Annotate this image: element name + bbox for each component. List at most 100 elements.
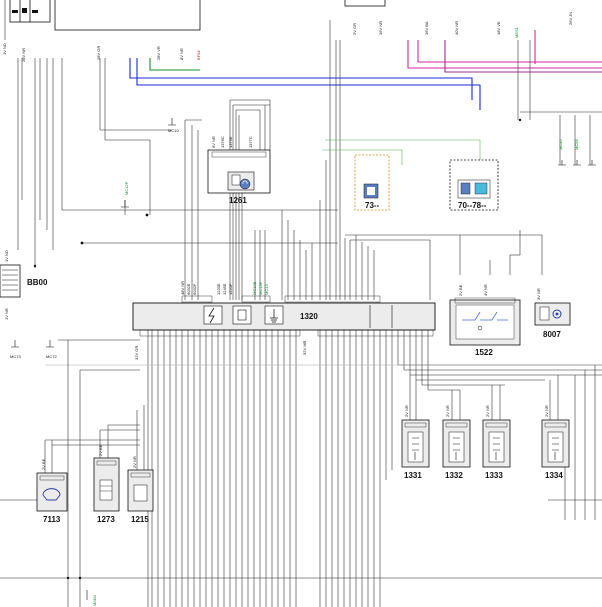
wire-label: 1220F (228, 283, 233, 295)
wire-label: 1376C (220, 136, 225, 148)
wire-label: MC10 (168, 128, 179, 133)
wire-label: MC56 (574, 139, 579, 150)
component-1334: 1334 2V NR (541, 405, 570, 480)
wire-label: 1377C (248, 136, 253, 148)
component-1522: 1522 2V BE 4V NR (449, 284, 521, 357)
wire-label: MC13P (258, 281, 263, 295)
connector-top-8v: 8V NR (179, 48, 184, 60)
connector-1522b: 4V NR (483, 284, 488, 296)
fuse-icon (203, 305, 223, 325)
horn-icon (42, 488, 61, 501)
injector-icon (488, 431, 505, 463)
injector-icon (448, 431, 465, 463)
wire-label: MC12B (252, 281, 257, 295)
connector-labels: 48V NR 32V GR 32V MR 1V ND 28V NR 28V GR… (2, 12, 573, 360)
connector-1261-label: 6V NR (211, 136, 216, 148)
connector-1320-bottom-right: 32V MR (302, 340, 307, 355)
component-7113-label: 7113 (43, 515, 61, 524)
wire-label: 1376E (228, 136, 233, 148)
connector-1320-top: 48V NR (180, 281, 185, 295)
sensor-icon (231, 174, 241, 186)
lightning-icon (208, 307, 215, 324)
wire-label: 6032E (186, 283, 191, 295)
connector-top-left: 1V ND (2, 43, 7, 55)
connector-top-28v: 28V NR (21, 48, 26, 62)
component-1320-label: 1320 (300, 312, 318, 321)
component-1334-label: 1334 (545, 471, 563, 480)
module-icon (232, 305, 252, 325)
component-1273-label: 1273 (97, 515, 115, 524)
valve-icon (133, 484, 148, 502)
connector-top-16v-ba: 16V BA (424, 21, 429, 35)
connector-1331: 2V NR (404, 405, 409, 417)
wire-label: BF04 (196, 50, 201, 60)
component-1320: 1320 (132, 302, 436, 331)
component-1331: 1331 2V NR (401, 405, 430, 480)
component-1332-label: 1332 (445, 471, 463, 480)
component-1333-label: 1333 (485, 471, 503, 480)
connector-1215: 2V NR (132, 456, 137, 468)
wire-label: MES1 (514, 26, 519, 38)
top-colored-bus (129, 30, 602, 110)
esp-icon (474, 182, 488, 195)
component-7113: 7113 2V BE (36, 458, 68, 524)
connector-bb00-top: 1V ND (4, 250, 9, 262)
component-1331-label: 1331 (404, 471, 422, 480)
component-1333: 1333 2V NR (482, 405, 511, 480)
component-1261: 1261 6V NR (207, 136, 271, 205)
component-bb00-label: BB00 (27, 278, 48, 287)
ground-symbols (11, 118, 596, 600)
pump-icon (99, 479, 113, 501)
connector-top-28v-vr: 28V VR (156, 46, 161, 60)
component-73: 73-- (354, 154, 390, 211)
connector-1273: 2V BE (98, 444, 103, 456)
wire-label: MC73 (10, 354, 21, 359)
junction-dots (33, 118, 522, 580)
connector-1333: 2V NR (485, 405, 490, 417)
connector-8007: 3V NR (536, 288, 541, 300)
connector-bb00-bottom: 1V NR (4, 308, 9, 320)
wire-label: 1220E (216, 283, 221, 295)
gauge-icon (239, 178, 251, 190)
wire-label: MC12P (124, 181, 129, 195)
gear-icon (552, 309, 562, 319)
relay-icon (462, 311, 508, 321)
component-1522-label: 1522 (475, 348, 493, 357)
connector-top-16v-nr: 16V NR (378, 21, 383, 35)
wire-label: MC13 (264, 284, 269, 295)
component-1215: 1215 2V NR (127, 456, 154, 524)
connector-7113: 2V BE (41, 458, 46, 470)
component-8007-label: 8007 (543, 330, 561, 339)
wire-labels: 6032E 6032F 1220E 1245E 1220F MC12P MC10… (10, 26, 579, 606)
camera-icon (460, 182, 471, 195)
connector-top-18v-ve: 18V VE (496, 21, 501, 35)
component-73-label: 73-- (365, 201, 380, 210)
wire-label: MC72 (46, 354, 57, 359)
connector-1334: 2V NR (544, 405, 549, 417)
component-70-78: 70--78-- (449, 159, 499, 211)
top-left-pins (12, 8, 38, 13)
wire-label: MM01 (92, 594, 97, 606)
connector-1522a: 2V BE (458, 284, 463, 296)
component-1215-label: 1215 (131, 515, 149, 524)
wire-label: 6032F (192, 283, 197, 295)
connector-top-28v-gr: 28V GR (96, 46, 101, 60)
connector-1320-bottom-left: 32V GR (134, 346, 139, 360)
component-1261-label: 1261 (229, 196, 247, 205)
connector-top-40v: 40V NR (454, 21, 459, 35)
connector-top-2v-gr: 2V GR (352, 23, 357, 35)
pins-1320 (139, 295, 434, 337)
component-1332: 1332 2V NR (442, 405, 471, 480)
component-1273: 1273 2V BE (93, 444, 120, 524)
top-left-connector-block (9, 0, 386, 31)
component-bb00: BB00 1V ND 1V NR (0, 250, 48, 320)
component-8007: 8007 3V NR (534, 288, 571, 339)
injector-icon (547, 431, 564, 463)
wire-label: 1245E (222, 283, 227, 295)
component-70-78-label: 70--78-- (458, 201, 487, 210)
injector-icon (407, 431, 424, 463)
connector-1332: 2V NR (445, 405, 450, 417)
wire-label: MC45 (558, 139, 563, 150)
